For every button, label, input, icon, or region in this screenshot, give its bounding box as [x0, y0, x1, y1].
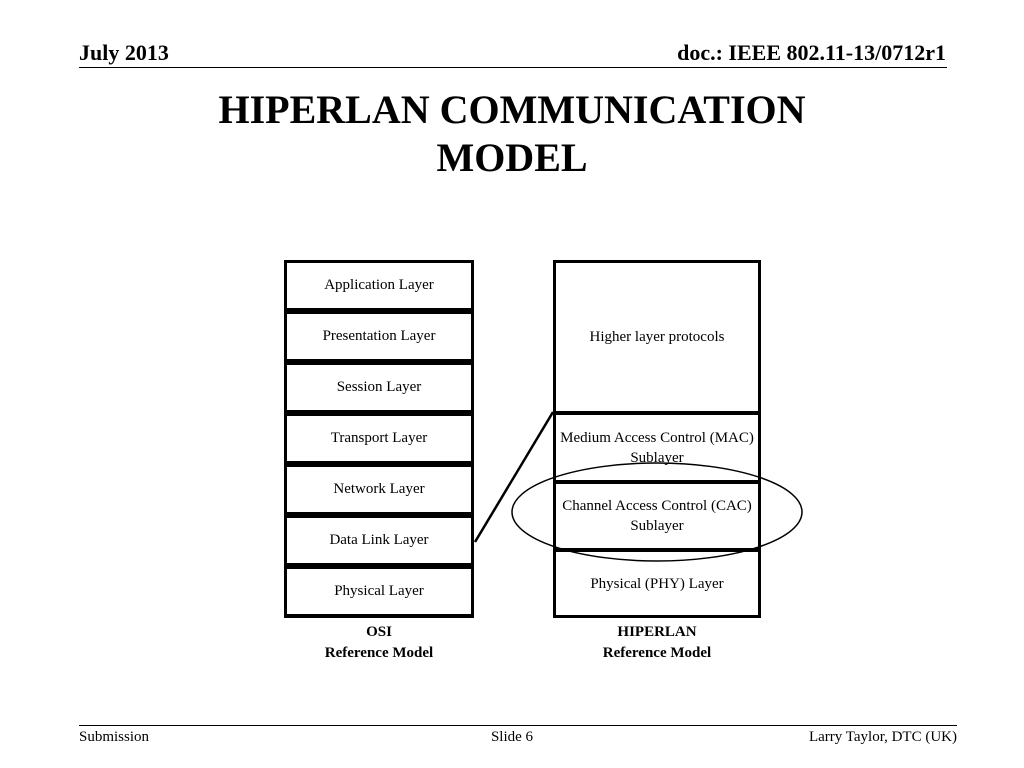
hiperlan-stack: Higher layer protocols Medium Access Con…	[553, 260, 761, 618]
header-date: July 2013	[79, 40, 169, 65]
osi-presentation-layer: Presentation Layer	[287, 314, 471, 359]
hiperlan-caption-line-1: HIPERLAN	[617, 624, 697, 640]
hiperlan-cac-sublayer: Channel Access Control (CAC) Sublayer	[556, 484, 758, 548]
footer-slide-number: Slide 6	[490, 729, 534, 745]
hiperlan-caption: HIPERLAN Reference Model	[553, 622, 761, 664]
osi-caption-line-1: OSI	[366, 624, 392, 640]
title-line-2: MODEL	[436, 135, 588, 180]
osi-session-layer: Session Layer	[287, 365, 471, 410]
header-rule	[79, 67, 947, 68]
osi-application-layer: Application Layer	[287, 263, 471, 308]
footer-submission: Submission	[79, 729, 150, 745]
osi-network-layer: Network Layer	[287, 467, 471, 512]
osi-caption-line-2: Reference Model	[324, 645, 434, 661]
hiperlan-higher-layer-protocols: Higher layer protocols	[556, 263, 758, 411]
hiperlan-caption-line-2: Reference Model	[602, 645, 712, 661]
osi-transport-layer: Transport Layer	[287, 416, 471, 461]
hiperlan-mac-sublayer: Medium Access Control (MAC) Sublayer	[556, 415, 758, 480]
title-line-1: HIPERLAN COMMUNICATION	[218, 87, 806, 132]
hiperlan-phy-layer: Physical (PHY) Layer	[556, 552, 758, 615]
slide-title: HIPERLAN COMMUNICATION MODEL	[100, 86, 924, 182]
osi-data-link-layer: Data Link Layer	[287, 518, 471, 563]
footer-rule	[79, 725, 957, 726]
footer-author: Larry Taylor, DTC (UK)	[808, 729, 957, 745]
osi-stack: Application Layer Presentation Layer Ses…	[284, 260, 474, 618]
osi-caption: OSI Reference Model	[284, 622, 474, 664]
osi-physical-layer: Physical Layer	[287, 569, 471, 614]
data-link-to-mac-connector	[473, 411, 555, 543]
header-doc-id: doc.: IEEE 802.11-13/0712r1	[677, 40, 946, 65]
